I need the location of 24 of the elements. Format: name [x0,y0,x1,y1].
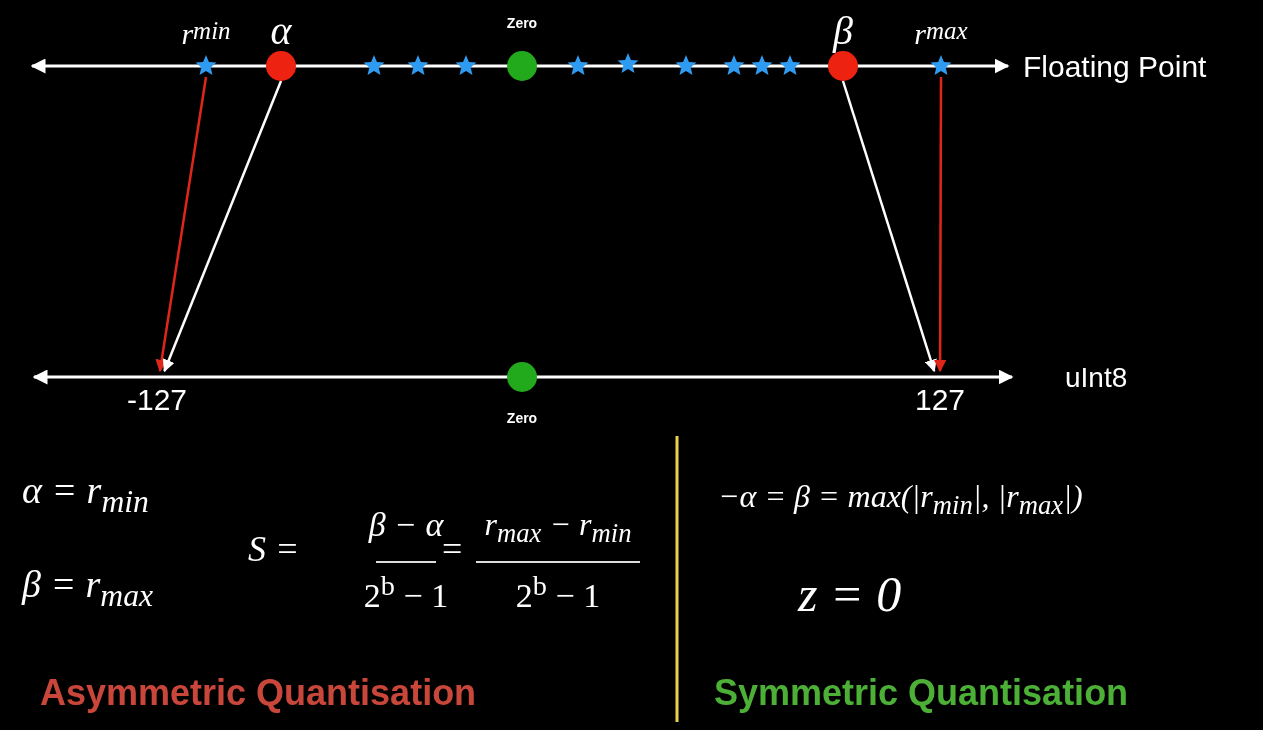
point-label: β [833,7,853,51]
point-label: Zero [506,15,538,33]
formula: = [442,529,463,570]
arrow [155,76,208,373]
formula: z = 0 [798,565,902,623]
axis-label: Floating Point [1023,50,1207,84]
point-label: α [270,7,292,51]
point-label: 127 [914,383,966,417]
section-title: Symmetric Quantisation [714,672,1129,714]
formula: β = r$_{max}$ [22,562,154,614]
formula: 2$^{b}$ − 1 [515,570,601,616]
formula: 2$^{b}$ − 1 [363,570,449,616]
formula: α = r$_{min}$ [22,468,149,520]
formula: S = [248,528,300,570]
axis-label: uInt8 [1065,362,1128,394]
point-label: -127 [126,383,187,417]
formula: r$_{max}$ − r$_{min}$ [484,506,632,550]
arrow [162,80,283,373]
point-label: Zero [506,409,538,426]
section-title: Asymmetric Quantisation [40,672,477,714]
formula: −α = β = max(|r$_{min}$|, |r$_{max}$|) [718,478,1083,522]
arrow [933,77,947,373]
formula: β − α [368,506,444,544]
arrow [841,80,937,373]
